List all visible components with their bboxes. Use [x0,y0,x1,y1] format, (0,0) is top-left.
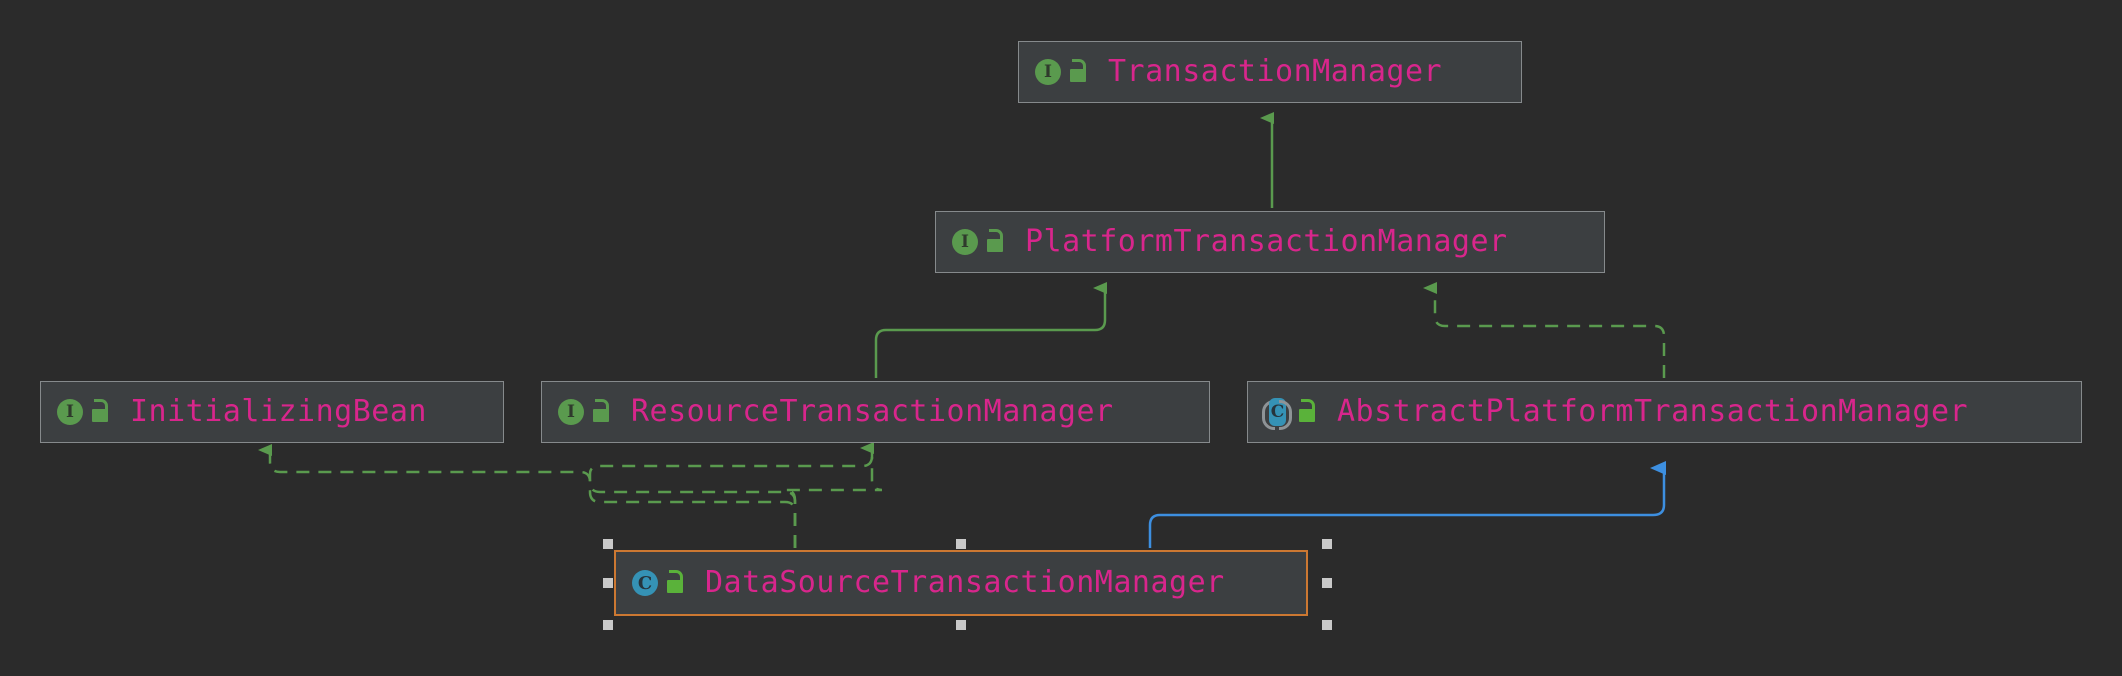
node-label: DataSourceTransactionManager [705,565,1225,600]
node-resource-transaction-manager[interactable]: ResourceTransactionManager [541,381,1210,443]
node-label: ResourceTransactionManager [631,394,1114,429]
edge-datasource-implements-resource[interactable] [588,442,883,548]
node-label: AbstractPlatformTransactionManager [1337,394,1969,429]
interface-icon [55,397,85,427]
edge-resource-extends-platform[interactable] [874,282,1107,378]
handle-middle-left[interactable] [603,578,613,588]
edge-datasource-implements-initializing-bean[interactable] [258,444,797,548]
handle-top-center[interactable] [956,539,966,549]
node-label: TransactionManager [1108,54,1443,89]
interface-icon [556,397,586,427]
node-label: InitializingBean [130,394,427,429]
unlocked-padlock-icon [90,399,114,425]
node-datasource-transaction-manager[interactable]: DataSourceTransactionManager [614,550,1308,616]
interface-icon [1033,57,1063,87]
unlocked-padlock-icon [1068,59,1092,85]
node-transaction-manager[interactable]: TransactionManager [1018,41,1522,103]
unlocked-padlock-icon [665,570,689,596]
handle-bottom-left[interactable] [603,620,613,630]
interface-icon [950,227,980,257]
node-label: PlatformTransactionManager [1025,224,1508,259]
unlocked-padlock-icon [591,399,615,425]
node-platform-transaction-manager[interactable]: PlatformTransactionManager [935,211,1605,273]
handle-top-left[interactable] [603,539,613,549]
node-icons [556,397,615,427]
edge-datasource-extends-abstract-platform[interactable] [1148,461,1666,548]
handle-middle-right[interactable] [1322,578,1332,588]
handle-top-right[interactable] [1322,539,1332,549]
handle-bottom-center[interactable] [956,620,966,630]
node-abstract-platform-transaction-manager[interactable]: AbstractPlatformTransactionManager [1247,381,2082,443]
node-icons [950,227,1009,257]
node-initializing-bean[interactable]: InitializingBean [40,381,504,443]
node-icons [1033,57,1092,87]
edge-abstract-implements-platform[interactable] [1423,282,1666,378]
node-icons [630,568,689,598]
node-icons [55,397,114,427]
handle-bottom-right[interactable] [1322,620,1332,630]
unlocked-padlock-icon [1297,399,1321,425]
abstract-class-icon [1262,397,1292,430]
class-icon [630,568,660,598]
node-icons [1262,397,1321,430]
unlocked-padlock-icon [985,229,1009,255]
